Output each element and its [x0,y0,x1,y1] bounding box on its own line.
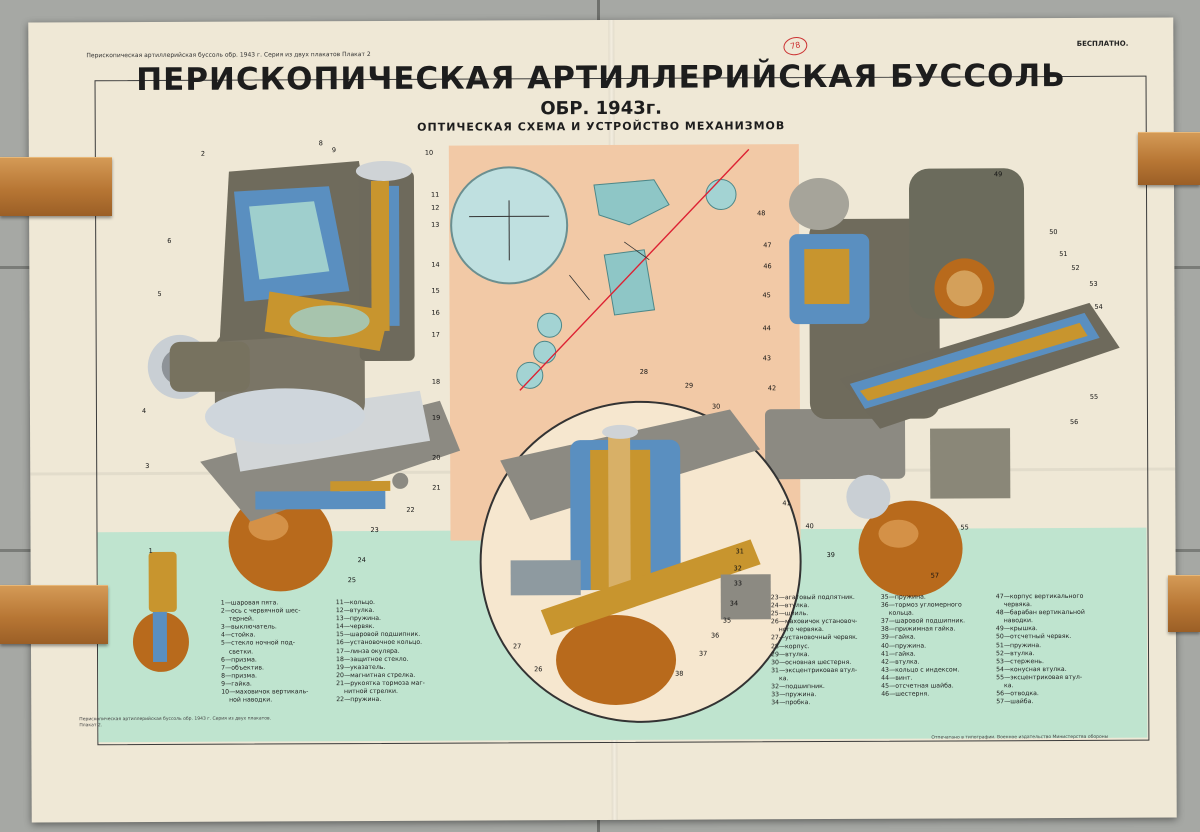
callout-57: 57 [930,571,939,580]
callout-17: 17 [431,330,440,339]
optical-scheme [450,148,750,391]
callout-15: 15 [431,286,440,295]
wood-block-right-top [1138,132,1200,185]
callout-1: 1 [148,546,153,555]
callout-9: 9 [331,146,336,155]
callout-22: 22 [406,505,415,514]
callout-20: 20 [432,453,441,462]
wood-block-right-bottom [1168,575,1200,632]
small-part-detail [132,551,189,672]
callout-55b: 55 [960,523,969,532]
callout-55: 55 [1089,392,1099,401]
callout-4: 4 [141,406,147,416]
callout-34: 34 [729,599,739,608]
callout-13: 13 [431,220,440,229]
legend-column-5: 47—корпус вертикального червяка. 48—бара… [995,592,1085,706]
legend-column-3: 23—агатовый подпятник. 24—втулка. 25—шпи… [770,593,858,707]
callout-51: 51 [1059,249,1068,259]
callout-54: 54 [1094,302,1103,311]
callout-11: 11 [430,190,440,199]
callout-21: 21 [432,483,441,492]
callout-30: 30 [711,402,721,411]
left-instrument-cutaway [147,160,461,592]
callout-49: 49 [993,170,1003,179]
callout-48: 48 [757,209,766,218]
callout-27: 27 [512,642,522,651]
callout-52: 52 [1071,263,1080,272]
wood-block-left-top [0,157,112,216]
callout-35: 35 [722,616,732,625]
callout-45: 45 [762,291,771,300]
callout-40: 40 [805,522,814,531]
callout-24: 24 [357,556,366,565]
callout-31: 31 [735,547,744,556]
callout-44: 44 [762,324,771,333]
callout-6: 6 [167,236,172,245]
callout-5: 5 [157,289,162,298]
poster-sheet: Перископическая артиллерийская буссоль о… [28,17,1177,823]
callout-12: 12 [431,203,440,212]
callout-2: 2 [200,149,205,158]
wood-block-left-bottom [0,585,108,644]
callout-50: 50 [1049,228,1058,237]
callout-26: 26 [534,665,543,674]
callout-42: 42 [767,384,777,393]
callout-32: 32 [733,564,742,573]
callout-41: 41 [782,499,791,508]
callout-53: 53 [1089,279,1098,288]
callout-46: 46 [763,262,772,271]
callout-38: 38 [675,669,684,678]
callout-18: 18 [431,377,441,386]
callout-19: 19 [431,413,441,422]
callout-3: 3 [145,461,150,470]
callout-16: 16 [431,308,440,317]
callout-8: 8 [318,139,323,148]
callout-37: 37 [699,649,708,658]
imprint-left: Перископическая артиллерийская буссоль о… [79,716,272,728]
legend-column-2: 11—кольцо. 12—втулка. 13—пружина. 14—чер… [335,598,425,704]
callout-25: 25 [347,576,356,585]
legend-column-4: 35—пружина. 36—тормоз угломерного кольца… [880,593,966,698]
callout-39: 39 [826,550,835,560]
center-detail-circle [479,400,802,723]
legend-column-1: 1—шаровая пята. 2—ось с червячной шес- т… [220,599,309,704]
callout-10: 10 [424,148,434,157]
callout-43: 43 [762,354,772,363]
callout-56: 56 [1069,417,1079,426]
callout-47: 47 [763,241,772,250]
callout-33: 33 [733,579,743,588]
callout-36: 36 [710,631,720,640]
right-instrument-cutaway [764,168,1120,597]
callout-14: 14 [431,260,440,269]
illustrations [132,148,1120,723]
callout-29: 29 [684,381,694,390]
imprint-right: Отпечатано в типографии. Военное издател… [931,734,1109,741]
callout-23: 23 [370,525,379,535]
callout-28: 28 [639,367,649,376]
